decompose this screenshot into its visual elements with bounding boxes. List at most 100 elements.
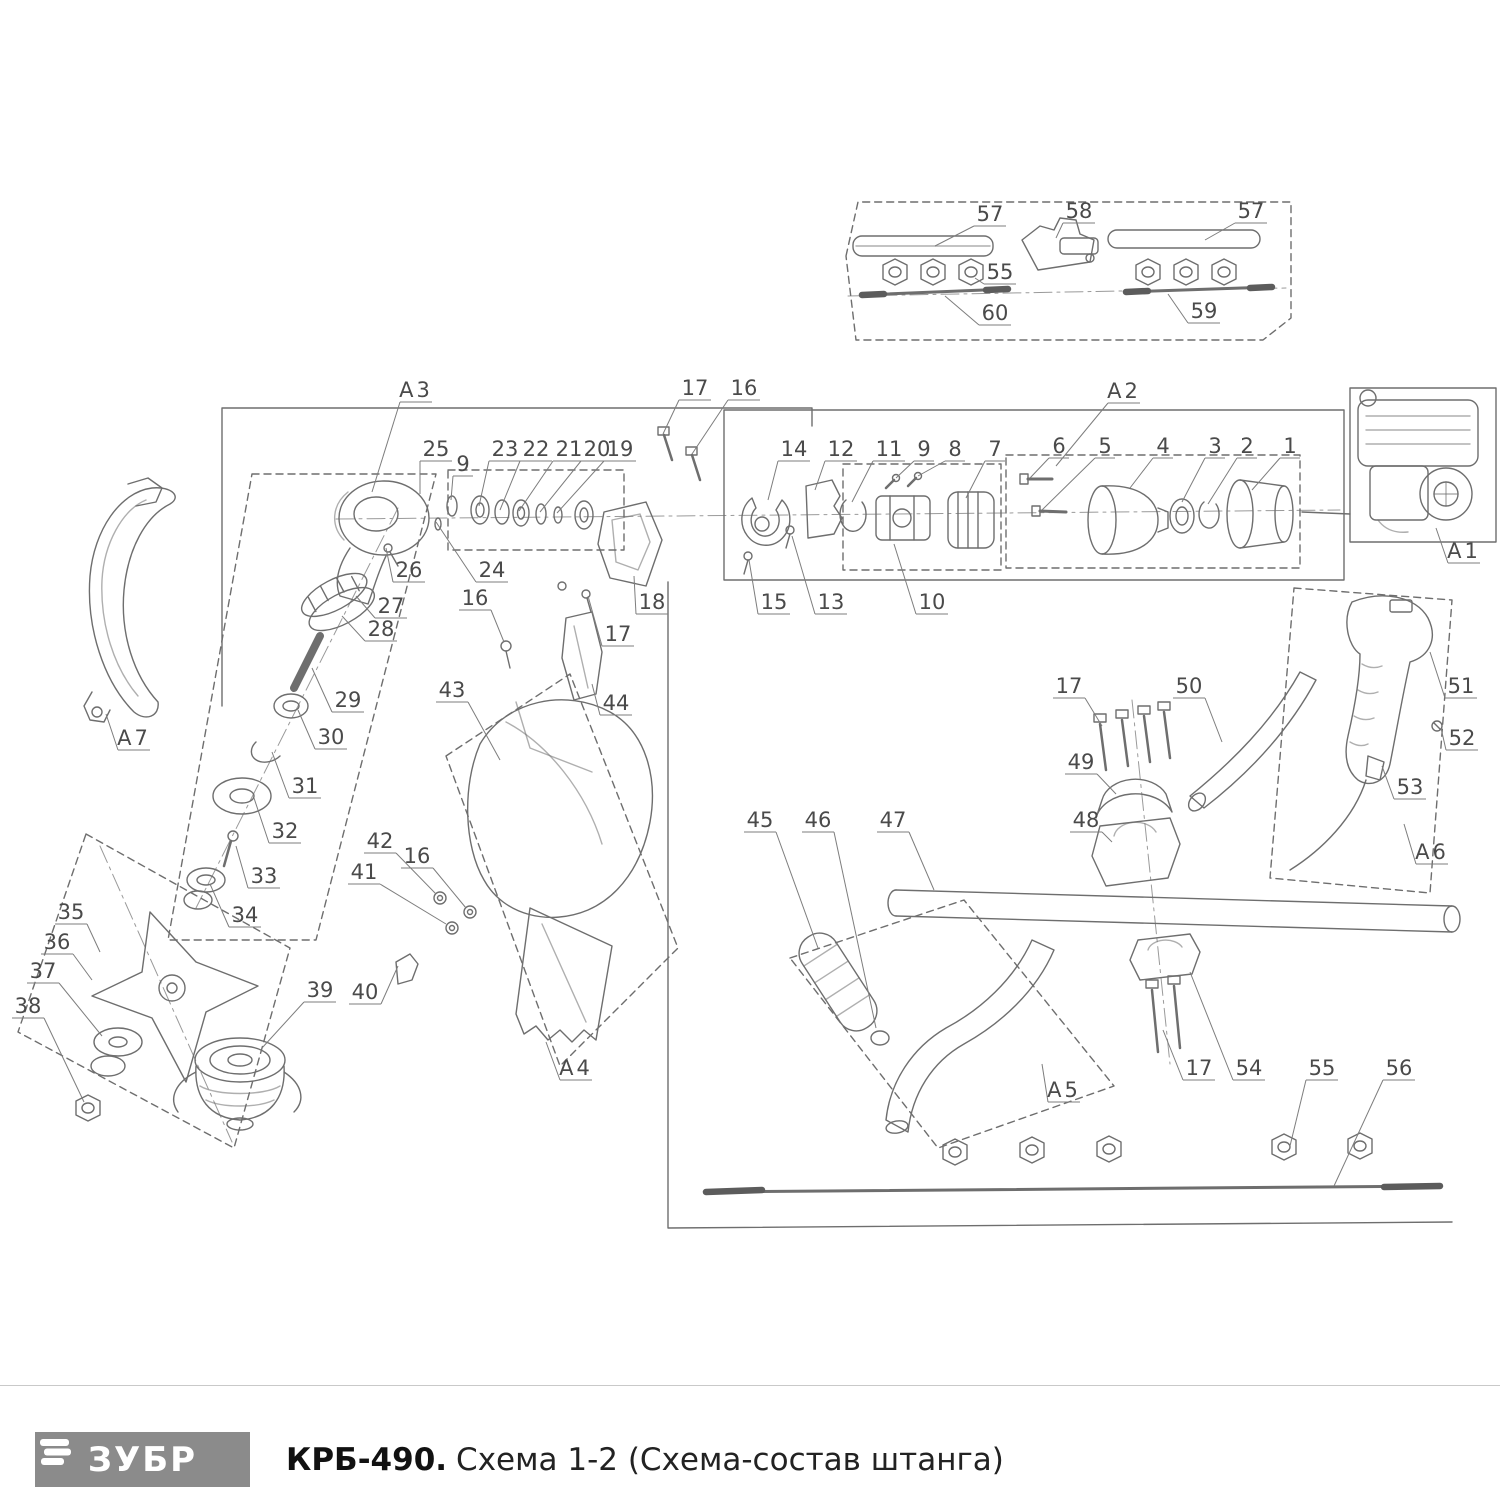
part-number-9: 9 <box>917 437 930 461</box>
part-number-53: 53 <box>1397 775 1424 799</box>
part-number-36: 36 <box>44 930 71 954</box>
footer: ЗУБР КРБ-490.Схема 1-2 (Схема-состав шта… <box>35 1432 1004 1487</box>
callout-leader-51 <box>1429 651 1446 699</box>
part-number-24: 24 <box>479 558 506 582</box>
throttle-cable <box>1289 779 1367 871</box>
part-number-32: 32 <box>272 819 299 843</box>
part-number-58: 58 <box>1066 199 1093 223</box>
part-number-41: 41 <box>351 860 378 884</box>
exploded-parts-diagram: 5758575560591716259232221201914121198765… <box>12 199 1497 1229</box>
assembly-label-A6: A6 <box>1415 840 1449 864</box>
callout-leader-A3 <box>371 401 401 493</box>
part-number-49: 49 <box>1068 750 1095 774</box>
callout-leader-45 <box>775 831 819 949</box>
callout-leader-13 <box>791 535 816 615</box>
spacer-washer-row <box>446 469 625 551</box>
callout-leader-17 <box>587 595 603 647</box>
part-number-57: 57 <box>977 202 1004 226</box>
part-number-25: 25 <box>423 437 450 461</box>
callout-leader-1 <box>1251 457 1281 491</box>
shaft-bracket <box>500 426 702 701</box>
left-handlebar-assembly <box>789 899 1115 1149</box>
part-number-44: 44 <box>603 691 630 715</box>
callout-leader-37 <box>58 982 103 1037</box>
callout-leader-8 <box>917 460 946 477</box>
callout-leader-30 <box>297 709 316 750</box>
part-number-20: 20 <box>584 437 611 461</box>
part-number-43: 43 <box>439 678 466 702</box>
callout-leader-46 <box>833 831 877 1029</box>
callout-leader-59 <box>1167 293 1189 324</box>
callout-leader-9 <box>450 475 454 501</box>
long-drive-rod <box>704 1184 1442 1194</box>
callout-leader-21 <box>518 460 554 512</box>
callout-leader-A6 <box>1403 823 1417 865</box>
callout-leader-18 <box>633 575 637 615</box>
assembly-label-A4: A4 <box>559 1056 593 1080</box>
callout-leader-17 <box>1084 697 1103 727</box>
part-number-17: 17 <box>1186 1056 1213 1080</box>
gear-shaft <box>290 632 324 692</box>
part-number-54: 54 <box>1236 1056 1263 1080</box>
callout-leader-32 <box>253 797 270 844</box>
part-number-47: 47 <box>880 808 907 832</box>
assembly-label-A3: A3 <box>399 378 433 402</box>
clutch-bearing <box>1169 498 1195 534</box>
trimmer-head <box>194 1037 286 1083</box>
callout-leader-15 <box>748 559 759 615</box>
throttle-grip <box>1345 595 1433 785</box>
clamp-plate <box>1129 933 1201 981</box>
coupler-sleeve <box>875 495 931 541</box>
assembly-label-A2: A2 <box>1107 379 1141 403</box>
callout-leader-47 <box>908 831 935 891</box>
part-number-59: 59 <box>1191 299 1218 323</box>
callout-leader-19 <box>556 460 605 514</box>
callout-leader-44 <box>591 683 601 716</box>
guard-strap <box>395 953 419 985</box>
part-number-46: 46 <box>805 808 832 832</box>
part-number-17: 17 <box>605 622 632 646</box>
callout-leader-54 <box>1189 971 1234 1081</box>
callout-leader-57 <box>1204 222 1236 241</box>
handlebar-left-tube <box>885 939 1055 1133</box>
gearhead-assembly <box>167 473 442 941</box>
coupler-bracket <box>805 479 843 539</box>
callout-leader-40 <box>380 965 399 1005</box>
shaft-coupler <box>1021 217 1095 271</box>
cutting-blade <box>91 911 259 1083</box>
part-number-55: 55 <box>987 260 1014 284</box>
part-number-15: 15 <box>761 590 788 614</box>
callout-leader-11 <box>851 460 874 503</box>
part-number-9: 9 <box>456 452 469 476</box>
part-number-7: 7 <box>988 437 1001 461</box>
blade-guard <box>466 699 654 919</box>
brand-bison-icon <box>40 1439 71 1465</box>
part-number-4: 4 <box>1156 434 1169 458</box>
part-number-2: 2 <box>1240 434 1253 458</box>
brand-logo: ЗУБР <box>35 1432 250 1487</box>
part-number-17: 17 <box>1056 674 1083 698</box>
part-number-55: 55 <box>1309 1056 1336 1080</box>
circlip <box>250 741 281 763</box>
schema-subtitle: Схема 1-2 (Схема-состав штанга) <box>456 1441 1004 1478</box>
part-number-1: 1 <box>1283 434 1296 458</box>
callout-leader-14 <box>767 460 779 501</box>
callout-leader-28 <box>341 615 366 642</box>
engine-assembly <box>1349 387 1497 543</box>
part-number-14: 14 <box>781 437 808 461</box>
callout-leader-55 <box>974 277 985 285</box>
callout-leader-34 <box>209 883 230 928</box>
part-number-6: 6 <box>1052 434 1065 458</box>
callout-leader-A7 <box>105 713 119 751</box>
callout-leader-17 <box>1162 1029 1184 1081</box>
callout-leader-49 <box>1096 773 1117 795</box>
bearing <box>273 693 309 719</box>
callout-leader-17 <box>662 399 680 435</box>
callout-leader-36 <box>72 953 93 981</box>
part-number-8: 8 <box>948 437 961 461</box>
part-number-26: 26 <box>396 558 423 582</box>
page-title: КРБ-490.Схема 1-2 (Схема-состав штанга) <box>286 1442 1004 1478</box>
part-number-40: 40 <box>352 980 379 1004</box>
callout-leader-4 <box>1129 457 1154 489</box>
